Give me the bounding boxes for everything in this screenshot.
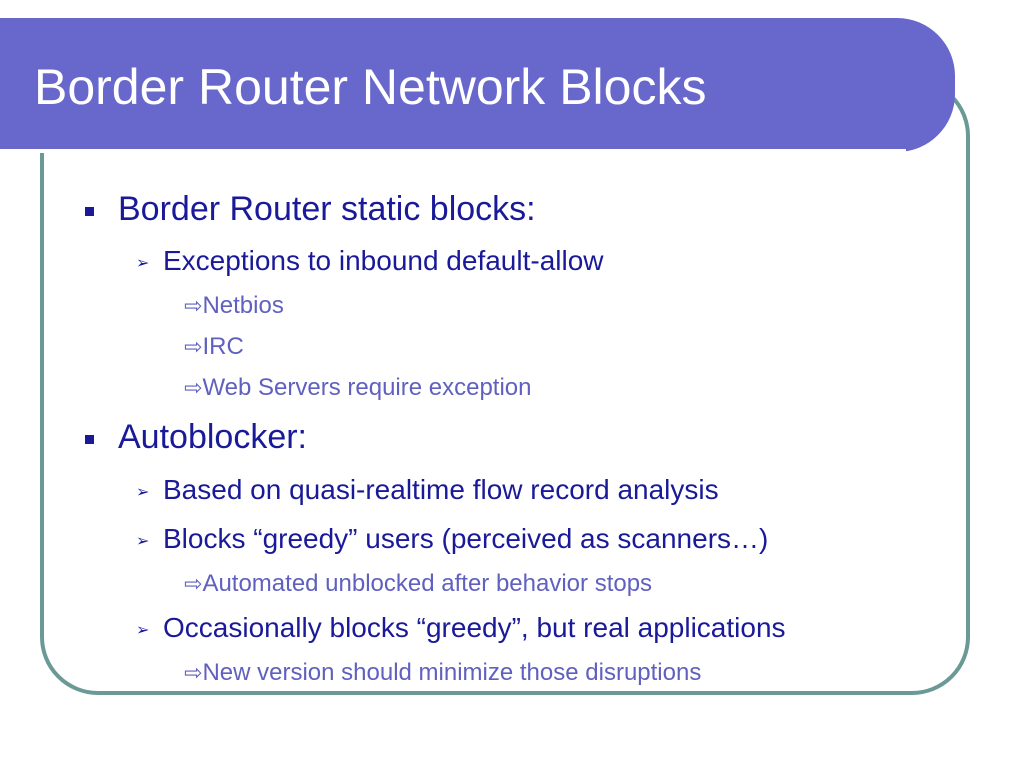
bullet-item: Autoblocker: bbox=[85, 418, 307, 457]
sub-bullet-text: Occasionally blocks “greedy”, but real a… bbox=[163, 612, 786, 643]
title-underline bbox=[0, 149, 906, 153]
bullet-text: Autoblocker: bbox=[118, 418, 307, 456]
hollow-arrow-icon: ⇨ bbox=[184, 375, 203, 400]
sub-bullet-item: ➢ Blocks “greedy” users (perceived as sc… bbox=[136, 523, 768, 555]
sub-bullet-item: ➢ Occasionally blocks “greedy”, but real… bbox=[136, 612, 786, 644]
square-bullet-icon bbox=[85, 435, 94, 444]
hollow-arrow-icon: ⇨ bbox=[184, 660, 203, 685]
square-bullet-icon bbox=[85, 207, 94, 216]
sub-sub-bullet-text: New version should minimize those disrup… bbox=[202, 659, 702, 686]
hollow-arrow-icon: ⇨ bbox=[184, 293, 203, 318]
arrowhead-bullet-icon: ➢ bbox=[136, 255, 150, 272]
sub-sub-bullet-text: Automated unblocked after behavior stops bbox=[202, 570, 653, 597]
sub-sub-bullet-text: IRC bbox=[202, 333, 244, 360]
sub-bullet-text: Blocks “greedy” users (perceived as scan… bbox=[163, 523, 769, 554]
hollow-arrow-icon: ⇨ bbox=[184, 334, 203, 359]
arrowhead-bullet-icon: ➢ bbox=[136, 622, 150, 639]
sub-sub-bullet-text: Web Servers require exception bbox=[202, 374, 532, 401]
sub-sub-bullet-item: ⇨IRC bbox=[184, 333, 244, 361]
sub-bullet-item: ➢ Exceptions to inbound default-allow bbox=[136, 245, 604, 277]
slide-title: Border Router Network Blocks bbox=[34, 59, 707, 115]
sub-sub-bullet-item: ⇨Netbios bbox=[184, 292, 284, 320]
sub-sub-bullet-text: Netbios bbox=[202, 292, 284, 319]
sub-sub-bullet-item: ⇨Automated unblocked after behavior stop… bbox=[184, 570, 652, 598]
title-bar: Border Router Network Blocks bbox=[0, 18, 955, 153]
sub-bullet-text: Exceptions to inbound default-allow bbox=[163, 245, 604, 276]
arrowhead-bullet-icon: ➢ bbox=[136, 484, 150, 501]
bullet-item: Border Router static blocks: bbox=[85, 190, 536, 229]
arrowhead-bullet-icon: ➢ bbox=[136, 533, 150, 550]
sub-bullet-text: Based on quasi-realtime flow record anal… bbox=[163, 474, 719, 505]
sub-bullet-item: ➢ Based on quasi-realtime flow record an… bbox=[136, 474, 719, 506]
sub-sub-bullet-item: ⇨New version should minimize those disru… bbox=[184, 659, 701, 687]
bullet-text: Border Router static blocks: bbox=[118, 190, 536, 228]
hollow-arrow-icon: ⇨ bbox=[184, 571, 203, 596]
sub-sub-bullet-item: ⇨Web Servers require exception bbox=[184, 374, 532, 402]
content-frame bbox=[40, 78, 970, 695]
